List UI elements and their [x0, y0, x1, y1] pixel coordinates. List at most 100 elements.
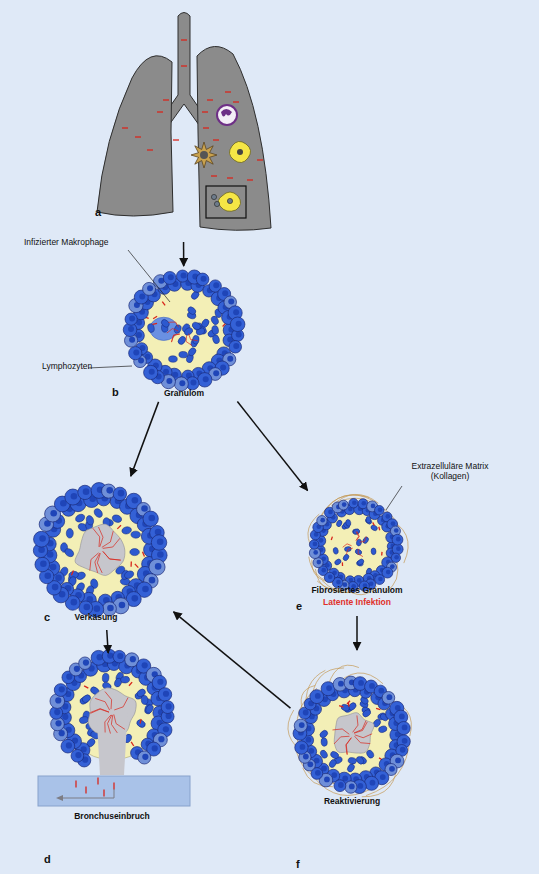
bacterium — [342, 562, 343, 566]
lymphocyte-nucleus — [319, 538, 324, 543]
lymphocyte-nucleus — [233, 343, 239, 349]
lymphocyte-nucleus — [222, 290, 228, 296]
lymphocyte-nucleus — [303, 710, 309, 716]
bacterium — [162, 302, 165, 306]
lymphocyte-nucleus — [62, 714, 68, 720]
lymphocyte — [338, 500, 348, 510]
bacterium — [181, 65, 187, 66]
lymphocyte-nucleus — [47, 551, 54, 558]
lymphocyte — [71, 749, 84, 762]
lymphocyte — [391, 553, 400, 562]
lymphocyte — [61, 739, 75, 753]
lymphocyte-nucleus — [75, 752, 81, 758]
lymphocyte-nucleus — [213, 282, 219, 288]
lymphocyte-nucleus — [152, 745, 158, 751]
bacteria-strand — [189, 334, 198, 341]
lymphocyte-nucleus — [236, 321, 242, 327]
bacteria-strand — [353, 715, 358, 732]
macrophage-nucleus — [342, 553, 350, 561]
lymphocyte-nucleus — [148, 515, 155, 522]
dendritic-cell — [191, 142, 217, 168]
bacteria-strand — [167, 329, 178, 333]
lymphocyte-nucleus — [361, 501, 366, 506]
lymphocyte — [78, 485, 92, 499]
lymphocyte — [294, 719, 307, 732]
stage-arrow — [107, 630, 108, 653]
stage-panel: Reaktivierungf — [292, 652, 422, 874]
lymphocyte-nucleus — [163, 726, 169, 732]
lymphocyte — [177, 270, 189, 282]
lymphocyte — [197, 373, 211, 387]
bacterium — [211, 175, 217, 176]
lymphocyte-nucleus — [315, 693, 321, 699]
lymphocyte-nucleus — [71, 599, 78, 606]
lymphocyte — [317, 516, 327, 526]
bacteria-strand — [103, 551, 121, 560]
macrophage-zone — [320, 509, 392, 581]
bacterium — [227, 198, 232, 203]
macrophage — [218, 192, 240, 211]
macrophage-nucleus — [354, 548, 362, 556]
lymphocyte-nucleus — [59, 730, 65, 736]
bronchus-tube — [38, 776, 190, 806]
bacteria-strand — [95, 553, 100, 573]
panel-caption: Latente Infektion — [307, 598, 407, 608]
granuloma — [123, 270, 245, 391]
macrophage-nucleus — [183, 326, 194, 336]
panel-letter: d — [44, 853, 60, 866]
bacteria-strand — [355, 734, 372, 738]
macrophage-nucleus — [177, 335, 187, 346]
panel-letter: e — [296, 600, 310, 613]
lymphocyte-nucleus — [128, 326, 134, 332]
panel-caption: Granulom — [144, 389, 224, 399]
macrophage-nucleus — [211, 325, 219, 335]
lymphocyte-nucleus — [402, 725, 408, 731]
lymphocyte-nucleus — [358, 680, 364, 686]
lymphocyte-nucleus — [389, 766, 395, 772]
bacterium — [97, 778, 98, 785]
bacteria-strand — [90, 709, 109, 713]
lymphocyte — [334, 780, 346, 792]
bacterium — [181, 39, 187, 40]
lung — [197, 46, 271, 230]
bacterium — [163, 99, 169, 100]
lymphocyte-nucleus — [203, 376, 209, 382]
macrophage-nucleus — [346, 763, 356, 773]
lymphocyte-nucleus — [155, 529, 162, 536]
bacterium — [331, 537, 332, 540]
callout-label: Infizierter Makrophage — [24, 238, 154, 248]
bacteria-strand — [171, 334, 179, 342]
lymphocyte — [161, 701, 174, 714]
lymphocyte-nucleus — [228, 299, 234, 305]
macrophage-nucleus — [319, 729, 329, 739]
lymphocyte-nucleus — [50, 510, 57, 517]
lymphocyte-nucleus — [94, 605, 101, 612]
macrophage-nucleus — [348, 757, 357, 765]
macrophage-nucleus — [328, 758, 338, 768]
bacteria-strand — [355, 736, 371, 743]
collagen-fiber — [331, 498, 387, 516]
lymphocyte-nucleus — [55, 574, 62, 581]
macrophage-nucleus — [179, 351, 188, 358]
airflow-arrowhead — [56, 795, 63, 801]
bacterium — [153, 323, 157, 324]
bacterium — [117, 525, 121, 529]
bacteria-strand — [105, 715, 111, 733]
caseous-necrosis — [96, 712, 127, 775]
lymphocyte-nucleus — [50, 564, 57, 571]
macrophage-nucleus — [92, 507, 104, 519]
lymphocyte-nucleus — [349, 784, 355, 790]
bacterium — [378, 527, 380, 530]
lymphocyte — [196, 273, 209, 286]
granuloma — [50, 649, 174, 775]
bacterium — [131, 742, 134, 746]
bacterium — [130, 562, 132, 567]
lymphocyte-nucleus — [142, 662, 148, 668]
bacterium — [157, 111, 163, 112]
bacterium — [203, 127, 209, 128]
lymphocyte-nucleus — [357, 783, 363, 789]
lymphocyte-nucleus — [385, 514, 390, 519]
bacteria-strand — [102, 531, 113, 547]
